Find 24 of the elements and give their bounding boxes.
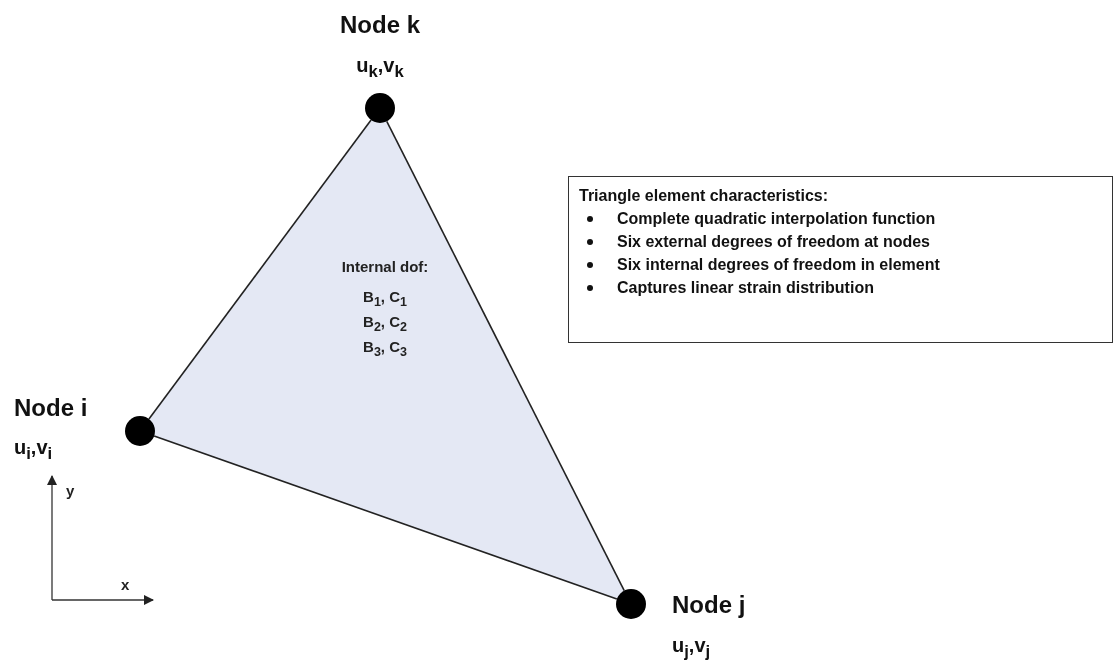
text-line: B$_{1}$, C$_{1}$	[363, 288, 407, 309]
node-dot	[616, 589, 646, 619]
bullet-text: Captures linear strain distribution	[617, 279, 874, 296]
element-side	[153, 435, 618, 600]
bullet-text: Complete quadratic interpolation function	[617, 210, 936, 227]
info-panel	[568, 176, 1113, 343]
node-dot	[125, 416, 155, 446]
element-side	[148, 119, 372, 420]
text-heading: Internal dof:	[341, 258, 429, 275]
panel-heading: Triangle element characteristics:	[579, 187, 828, 204]
element-side	[385, 120, 626, 592]
node-name: Node k	[340, 11, 420, 39]
node-dot	[365, 93, 395, 123]
displacement-label: u$_{k}$,v$_{k}$	[356, 54, 404, 82]
text-line: B$_{3}$, C$_{3}$	[363, 338, 407, 359]
bullet-text: Six external degrees of freedom at nodes	[617, 233, 930, 250]
bullet-text: Six internal degrees of freedom in element	[617, 256, 940, 273]
axis-label: y	[66, 482, 75, 499]
text-line: B$_{2}$, C$_{2}$	[363, 313, 407, 334]
axis-label: x	[121, 576, 130, 593]
displacement-label: u$_{i}$,v$_{i}$	[14, 436, 53, 464]
node-name: Node i	[14, 394, 88, 422]
displacement-label: u$_{j}$,v$_{j}$	[672, 634, 711, 662]
node-name: Node j	[672, 591, 746, 619]
